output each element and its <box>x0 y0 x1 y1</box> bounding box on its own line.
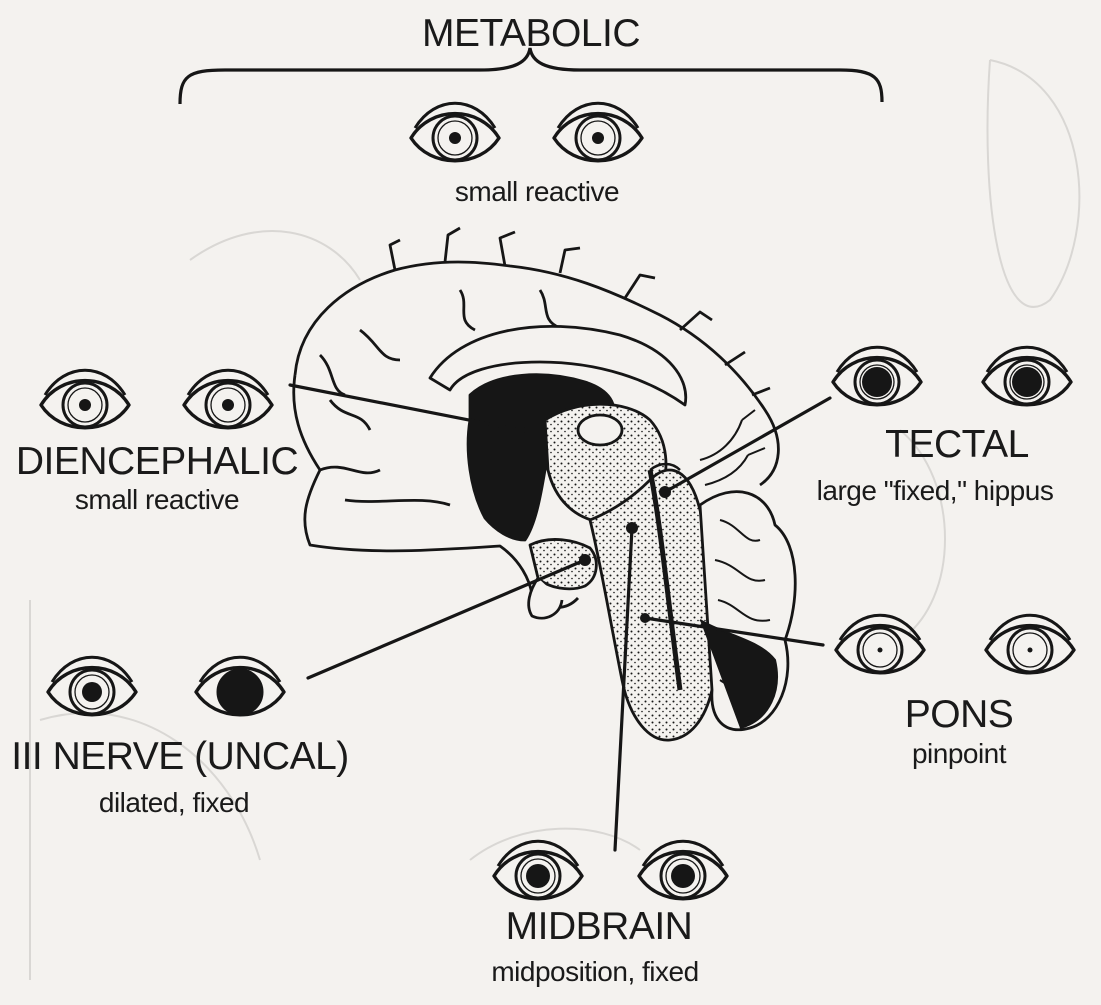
third-nerve-eye-right <box>196 657 284 715</box>
pons-eye-right <box>986 615 1074 673</box>
pons-subtitle: pinpoint <box>912 738 1006 770</box>
metabolic-eye-right <box>554 103 642 161</box>
metabolic-brace <box>180 48 882 104</box>
pons-eyes <box>836 615 1074 673</box>
pupil <box>526 864 550 888</box>
pupil <box>878 648 883 653</box>
diencephalic-eye-right <box>184 370 272 428</box>
tectal-eye-right <box>983 347 1071 405</box>
pupil <box>82 682 102 702</box>
tectal-eyes <box>833 347 1071 405</box>
midbrain-title: MIDBRAIN <box>506 905 693 949</box>
pupil <box>1028 648 1033 653</box>
pupil <box>449 132 461 144</box>
pupil <box>862 367 892 397</box>
pupil <box>218 670 262 714</box>
midbrain-eye-left <box>494 841 582 899</box>
pons-title: PONS <box>905 693 1014 737</box>
pupil <box>671 864 695 888</box>
pupil <box>592 132 604 144</box>
tectal-title: TECTAL <box>885 423 1029 467</box>
midbrain-eyes <box>494 841 727 899</box>
midbrain-subtitle: midposition, fixed <box>491 956 698 988</box>
pupil <box>1012 367 1042 397</box>
tectal-eye-left <box>833 347 921 405</box>
pupil <box>79 399 91 411</box>
metabolic-title: METABOLIC <box>422 12 640 56</box>
metabolic-subtitle: small reactive <box>455 176 619 208</box>
diencephalic-title: DIENCEPHALIC <box>16 440 298 484</box>
diencephalic-eyes <box>41 370 272 428</box>
third-nerve-title: III NERVE (UNCAL) <box>11 735 349 779</box>
metabolic-eye-left <box>411 103 499 161</box>
third-nerve-eye-left <box>48 657 136 715</box>
third-nerve-subtitle: dilated, fixed <box>99 787 249 819</box>
diencephalic-eye-left <box>41 370 129 428</box>
pons-eye-left <box>836 615 924 673</box>
third-nerve-eyes <box>48 657 284 715</box>
brain-section <box>294 228 796 740</box>
tectal-subtitle: large "fixed," hippus <box>817 475 1054 507</box>
brainstem <box>590 470 715 740</box>
metabolic-eyes <box>411 103 642 161</box>
diencephalic-subtitle: small reactive <box>75 484 239 516</box>
pupil <box>222 399 234 411</box>
midbrain-eye-right <box>639 841 727 899</box>
pineal-region <box>578 415 622 445</box>
